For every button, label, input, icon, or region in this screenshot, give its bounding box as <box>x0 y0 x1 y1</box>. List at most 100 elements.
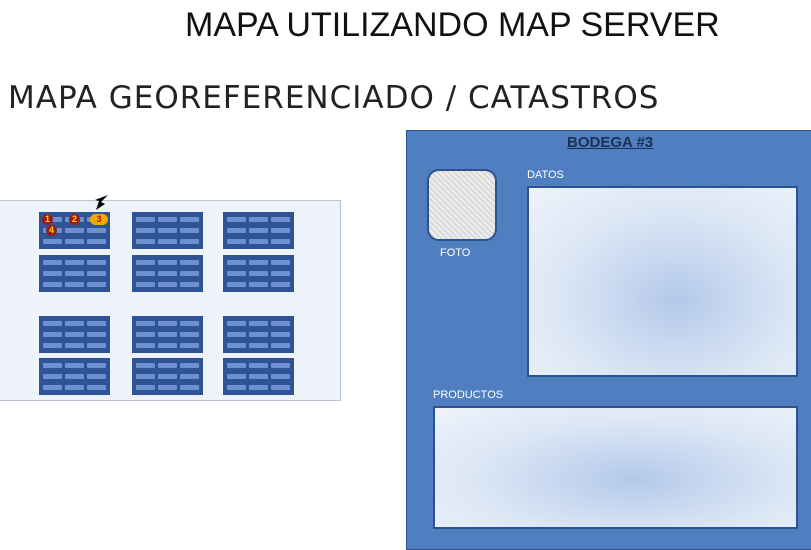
parcel-cell <box>65 363 84 368</box>
parcel-cell <box>158 343 177 348</box>
map-pin-3-selected[interactable]: 3 <box>90 214 108 225</box>
parcel-cell <box>43 385 62 390</box>
parcel-cell <box>249 363 268 368</box>
parcel-cell <box>180 239 199 244</box>
parcel-block[interactable] <box>39 316 110 353</box>
parcel-cell <box>249 228 268 233</box>
parcel-cell <box>43 343 62 348</box>
parcel-cell <box>136 374 155 379</box>
parcel-block[interactable] <box>132 358 203 395</box>
parcel-cell <box>65 239 84 244</box>
arrow-pointer-icon <box>95 195 108 210</box>
parcel-cell <box>65 228 84 233</box>
parcel-cell <box>43 260 62 265</box>
parcel-cell <box>271 282 290 287</box>
parcel-cell <box>271 363 290 368</box>
map-pin-2[interactable]: 2 <box>69 214 80 225</box>
data-box[interactable] <box>527 186 798 377</box>
parcel-cell <box>227 332 246 337</box>
products-box[interactable] <box>433 406 798 529</box>
parcel-cell <box>43 374 62 379</box>
parcel-cell <box>249 271 268 276</box>
parcel-cell <box>43 282 62 287</box>
parcel-cell <box>65 260 84 265</box>
parcel-cell <box>180 228 199 233</box>
parcel-cell <box>271 217 290 222</box>
parcel-cell <box>136 271 155 276</box>
parcel-cell <box>136 321 155 326</box>
parcel-cell <box>227 321 246 326</box>
parcel-block[interactable] <box>223 255 294 292</box>
parcel-cell <box>158 385 177 390</box>
parcel-cell <box>227 363 246 368</box>
parcel-cell <box>227 343 246 348</box>
parcel-cell <box>227 260 246 265</box>
parcel-cell <box>158 271 177 276</box>
parcel-cell <box>271 321 290 326</box>
parcel-cell <box>87 343 106 348</box>
photo-placeholder[interactable] <box>427 169 497 241</box>
parcel-cell <box>180 374 199 379</box>
parcel-cell <box>136 260 155 265</box>
panel-title: BODEGA #3 <box>567 134 654 151</box>
parcel-cell <box>249 217 268 222</box>
parcel-cell <box>136 228 155 233</box>
parcel-cell <box>87 228 106 233</box>
parcel-cell <box>180 217 199 222</box>
parcel-cell <box>271 228 290 233</box>
parcel-block[interactable] <box>223 316 294 353</box>
parcel-cell <box>158 239 177 244</box>
data-label: DATOS <box>527 169 564 181</box>
parcel-cell <box>227 217 246 222</box>
parcel-block[interactable] <box>223 212 294 249</box>
parcel-cell <box>180 332 199 337</box>
parcel-block[interactable] <box>132 255 203 292</box>
map-pin-1[interactable]: 1 <box>42 214 53 225</box>
parcel-cell <box>87 363 106 368</box>
parcel-cell <box>158 282 177 287</box>
cadastral-map[interactable]: 1 2 3 4 <box>0 200 341 401</box>
parcel-cell <box>43 363 62 368</box>
parcel-cell <box>87 239 106 244</box>
parcel-cell <box>180 321 199 326</box>
parcel-cell <box>271 385 290 390</box>
parcel-block[interactable] <box>39 358 110 395</box>
parcel-block[interactable] <box>132 212 203 249</box>
page-subtitle: MAPA GEOREFERENCIADO / CATASTROS <box>8 80 660 116</box>
parcel-cell <box>227 239 246 244</box>
parcel-cell <box>136 217 155 222</box>
parcel-cell <box>158 374 177 379</box>
parcel-block[interactable] <box>132 316 203 353</box>
parcel-block[interactable] <box>39 255 110 292</box>
parcel-cell <box>43 239 62 244</box>
parcel-cell <box>227 228 246 233</box>
parcel-cell <box>43 332 62 337</box>
parcel-cell <box>87 321 106 326</box>
parcel-cell <box>65 282 84 287</box>
parcel-cell <box>158 217 177 222</box>
parcel-cell <box>180 343 199 348</box>
parcel-cell <box>249 239 268 244</box>
parcel-cell <box>87 374 106 379</box>
parcel-cell <box>136 239 155 244</box>
parcel-cell <box>65 374 84 379</box>
photo-label: FOTO <box>440 247 471 259</box>
parcel-cell <box>249 385 268 390</box>
map-pin-4[interactable]: 4 <box>46 225 57 236</box>
page-title: MAPA UTILIZANDO MAP SERVER <box>185 6 720 44</box>
parcel-cell <box>65 343 84 348</box>
parcel-cell <box>180 260 199 265</box>
parcel-cell <box>227 271 246 276</box>
parcel-cell <box>227 385 246 390</box>
parcel-block[interactable] <box>223 358 294 395</box>
parcel-cell <box>136 363 155 368</box>
products-label: PRODUCTOS <box>433 389 504 401</box>
parcel-cell <box>249 282 268 287</box>
parcel-cell <box>136 385 155 390</box>
parcel-cell <box>158 363 177 368</box>
parcel-cell <box>180 282 199 287</box>
parcel-cell <box>87 260 106 265</box>
parcel-cell <box>43 271 62 276</box>
parcel-cell <box>87 332 106 337</box>
parcel-cell <box>136 332 155 337</box>
